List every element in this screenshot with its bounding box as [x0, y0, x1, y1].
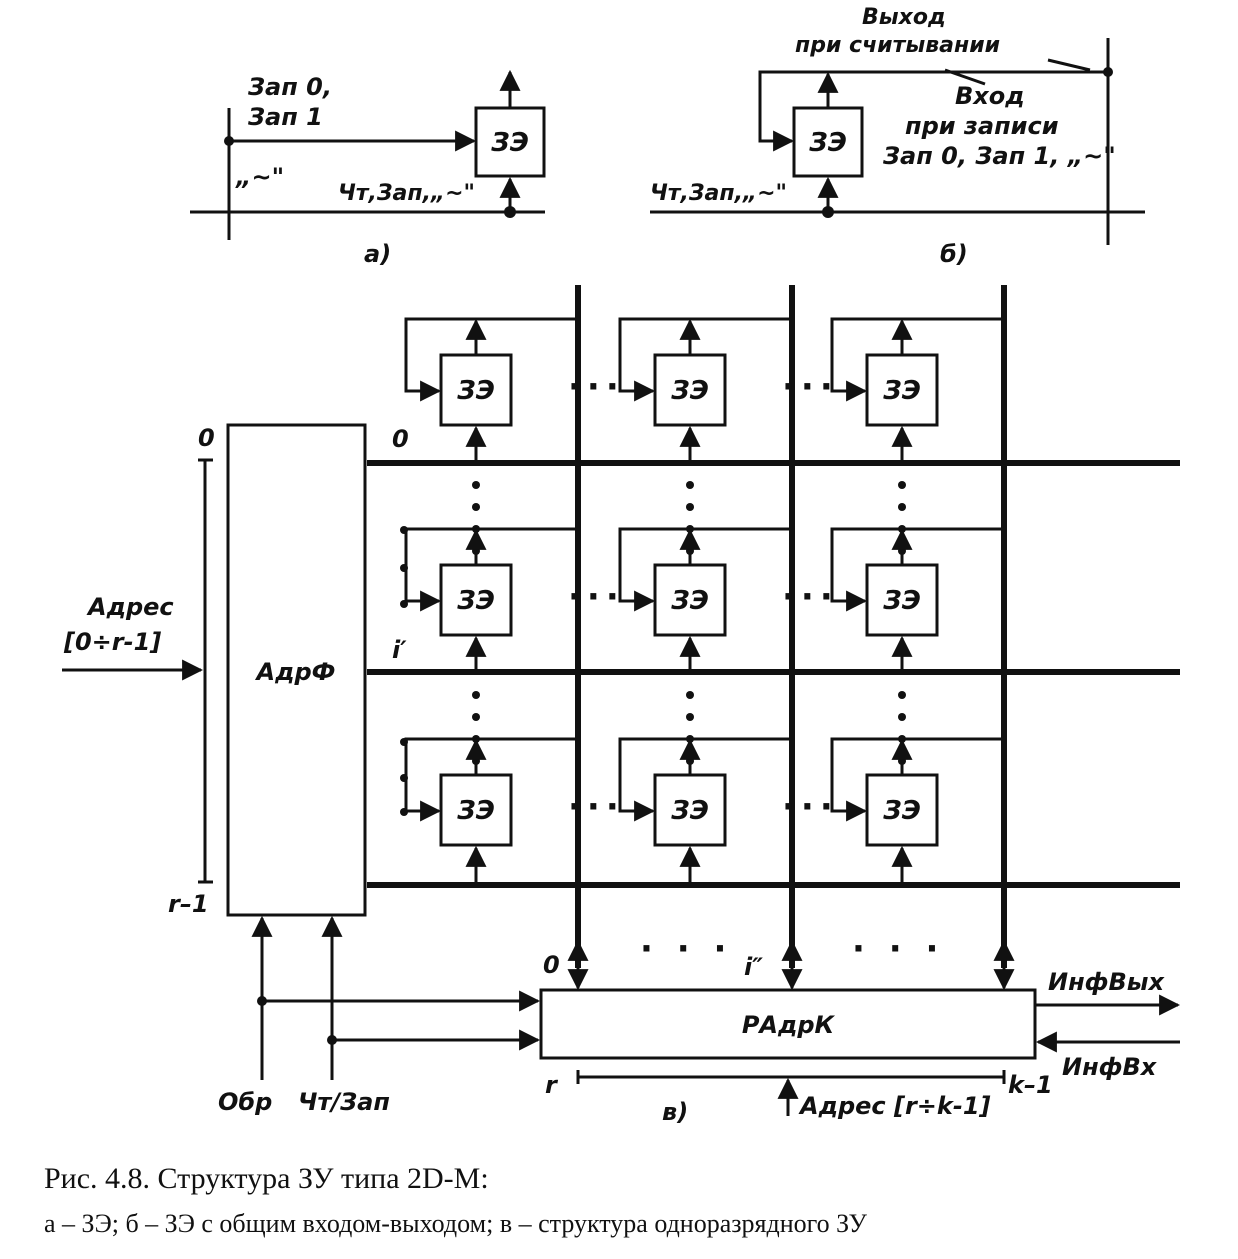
ellipsis-dot — [400, 774, 408, 782]
storage-cell — [439, 563, 513, 637]
part-b-cell-label: ЗЭ — [808, 128, 847, 158]
storage-cell-label: ЗЭ — [882, 796, 921, 826]
column-ellipsis-dot — [898, 481, 906, 489]
part-b-output-label-1: Выход — [862, 5, 946, 30]
storage-cell — [865, 353, 939, 427]
figure-caption-title: Рис. 4.8. Структура ЗУ типа 2D-М: — [44, 1162, 489, 1195]
row-ellipsis: ··· — [782, 577, 839, 617]
col-address-label: Адрес [r÷k-1] — [798, 1092, 991, 1120]
part-a-control-label: Чт,Зап,„~" — [338, 181, 475, 206]
column-ellipsis-dot — [686, 481, 694, 489]
row-address-label-1: Адрес — [86, 593, 174, 621]
column-register-label: РАдрК — [742, 1011, 836, 1039]
part-b-input-pointer — [944, 68, 986, 86]
column-ellipsis-dot — [686, 713, 694, 721]
column-ellipsis-dot — [898, 503, 906, 511]
ellipsis-dot — [400, 600, 408, 608]
cell-feedback-loop — [404, 317, 578, 402]
column-ellipsis-dot — [472, 503, 480, 511]
part-b-input-label-2: при записи — [905, 112, 1059, 140]
row-decoder — [226, 423, 367, 917]
storage-cell-grid: ЗЭ ··· ЗЭ ··· ЗЭ ЗЭ ··· ЗЭ ··· ЗЭ ЗЭ ··· ЗЭ ··· ЗЭ — [404, 317, 1004, 883]
storage-cell — [439, 773, 513, 847]
info-in-label: ИнфВх — [1062, 1053, 1158, 1081]
storage-cell-label: ЗЭ — [882, 376, 921, 406]
cell-feedback-loop — [618, 527, 792, 612]
strobe-label: Обр — [218, 1088, 272, 1116]
row-decoder-label: АдрФ — [255, 658, 336, 686]
ellipsis-dots: · · · — [640, 929, 732, 969]
word-line-0-label: 0 — [392, 425, 409, 453]
part-a-tilde-label: „~" — [235, 163, 284, 191]
row-ellipsis: ··· — [782, 367, 839, 407]
col-range-end: k–1 — [1008, 1071, 1053, 1099]
part-b-output-pointer — [1047, 58, 1091, 72]
part-b-output-label-2: при считывании — [795, 33, 1000, 58]
column-ellipsis-dot — [686, 503, 694, 511]
storage-cell-label: ЗЭ — [882, 586, 921, 616]
row-address-label-2: [0÷r-1] — [63, 628, 161, 656]
storage-cell — [653, 563, 727, 637]
row-top-index: 0 — [198, 424, 215, 452]
storage-cell-label: ЗЭ — [670, 796, 709, 826]
part-b-feedback-loop — [758, 70, 1108, 152]
ellipsis-dots: · · · — [852, 929, 944, 969]
row-ellipsis: ··· — [782, 787, 839, 827]
part-a-cell-label: ЗЭ — [490, 128, 529, 158]
cell-feedback-loop — [830, 317, 1004, 402]
storage-cell — [653, 353, 727, 427]
part-a-write-label-2: Зап 1 — [247, 103, 323, 131]
column-register — [539, 988, 1037, 1060]
part-a-write-label-1: Зап 0, — [247, 73, 332, 101]
rw-label: Чт/Зап — [298, 1088, 390, 1116]
figure-caption-subtitle: а – ЗЭ; б – ЗЭ с общим входом-выходом; в… — [44, 1209, 868, 1238]
part-c-sub-label: в) — [662, 1098, 688, 1126]
storage-cell-label: ЗЭ — [670, 376, 709, 406]
cell-feedback-loop — [618, 737, 792, 822]
info-out-label: ИнфВых — [1048, 968, 1165, 996]
ellipsis-dot — [400, 808, 408, 816]
column-ellipsis-dot — [898, 713, 906, 721]
part-c-memory-array: ЗЭ ··· ЗЭ ··· ЗЭ ЗЭ ··· ЗЭ ··· ЗЭ ЗЭ ··· ЗЭ ··· ЗЭ Адр… — [62, 285, 1181, 1126]
cell-feedback-loop — [618, 317, 792, 402]
row-bottom-index: r–1 — [168, 890, 209, 918]
storage-cell-label: ЗЭ — [456, 376, 495, 406]
storage-cell-label: ЗЭ — [670, 586, 709, 616]
row-ellipsis: ··· — [568, 787, 625, 827]
part-b-input-label-1: Вход — [955, 82, 1025, 110]
word-line-i-label: i′ — [392, 636, 407, 664]
part-a-sub-label: а) — [364, 240, 391, 268]
column-ellipsis-dot — [686, 691, 694, 699]
part-b-sub-label: б) — [940, 240, 968, 268]
row-ellipsis: ··· — [568, 577, 625, 617]
part-a-cell-diagram: ЗЭ Зап 0, Зап 1 „~" Чт,Зап,„~" а) — [190, 69, 546, 268]
storage-cell-label: ЗЭ — [456, 796, 495, 826]
cell-feedback-loop — [830, 737, 1004, 822]
cell-feedback-loop — [830, 527, 1004, 612]
column-ellipsis-dot — [472, 691, 480, 699]
col-range-start: r — [545, 1071, 559, 1099]
column-ellipsis-dot — [898, 691, 906, 699]
ellipsis-dot — [400, 526, 408, 534]
part-b-input-label-3: Зап 0, Зап 1, „~" — [882, 142, 1116, 170]
column-ellipsis-dot — [472, 713, 480, 721]
ellipsis-dot — [400, 738, 408, 746]
column-ellipsis-dot — [472, 481, 480, 489]
col-index-0: 0 — [543, 951, 560, 979]
ellipsis-dot — [400, 564, 408, 572]
part-b-control-label: Чт,Зап,„~" — [650, 181, 787, 206]
col-index-i: i″ — [744, 953, 763, 981]
part-b-cell-diagram: ЗЭ Выход при считывании Вход при записи … — [650, 5, 1145, 268]
row-ellipsis: ··· — [568, 367, 625, 407]
storage-cell-label: ЗЭ — [456, 586, 495, 616]
